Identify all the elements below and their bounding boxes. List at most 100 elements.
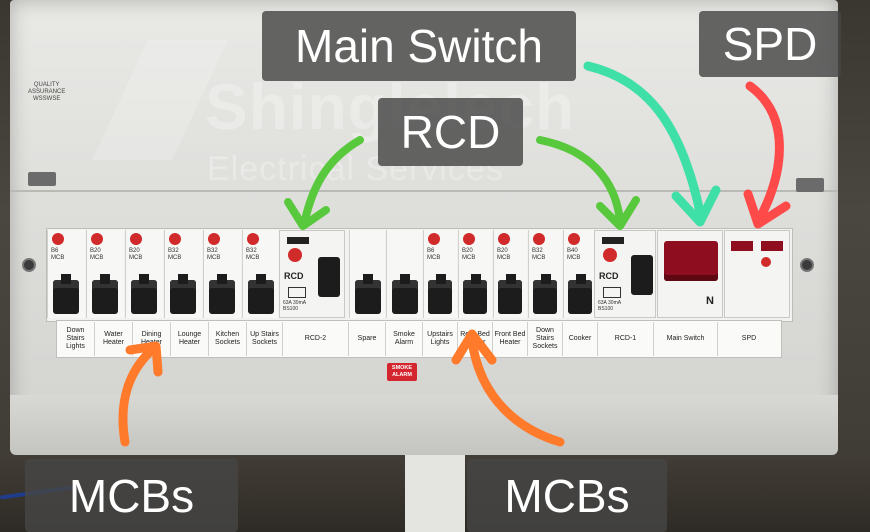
rcd-window bbox=[602, 237, 624, 244]
circuit-label: SPD bbox=[741, 335, 757, 342]
mcb-toggle bbox=[355, 274, 381, 314]
mcb-type: MCB bbox=[497, 255, 511, 261]
mcb-toggle bbox=[568, 274, 592, 314]
circuit-label: Main Switch bbox=[654, 322, 718, 356]
mcbs-right-callout: MCBs bbox=[467, 459, 667, 532]
mcb-spare bbox=[349, 230, 385, 318]
circuit-label: RCD-1 bbox=[598, 322, 654, 356]
mcb-rating: B20 bbox=[90, 248, 101, 254]
circuit-label: Down Stairs Lights bbox=[57, 322, 95, 356]
mcb-type: MCB bbox=[207, 255, 221, 261]
rcd-label: RCD bbox=[284, 271, 304, 281]
consumer-unit-base bbox=[10, 395, 838, 455]
mcb-toggle bbox=[428, 274, 452, 314]
test-symbol-icon bbox=[603, 287, 621, 298]
main-switch-callout: Main Switch bbox=[262, 11, 576, 81]
brand-logo-icon bbox=[761, 257, 771, 267]
rcd-callout: RCD bbox=[378, 98, 523, 166]
circuit-label: Kitchen Sockets bbox=[209, 322, 247, 356]
brand-logo-icon bbox=[247, 233, 259, 245]
circuit-label: Upstairs Lights bbox=[423, 322, 458, 356]
brand-logo-icon bbox=[603, 248, 617, 262]
mcb-rating: B20 bbox=[497, 248, 508, 254]
mcb-rating: B20 bbox=[462, 248, 473, 254]
mcb-toggle bbox=[92, 274, 118, 314]
mcb-toggle bbox=[392, 274, 418, 314]
rcd-toggle bbox=[631, 255, 653, 295]
mcb-type: MCB bbox=[90, 255, 104, 261]
brand-logo-icon bbox=[568, 233, 580, 245]
mcb-rating: B20 bbox=[129, 248, 140, 254]
rcd-spec-2: BS100 bbox=[598, 306, 614, 312]
circuit-label: Lounge Heater bbox=[171, 322, 209, 356]
circuit-label: Rear Bed Heater bbox=[458, 322, 493, 356]
lid-seam bbox=[10, 190, 838, 192]
qa-line-3: WSSWSE bbox=[33, 96, 61, 102]
brand-logo-icon bbox=[169, 233, 181, 245]
mcb-type: MCB bbox=[51, 255, 65, 261]
mcb-type: MCB bbox=[427, 255, 441, 261]
mcb-type: MCB bbox=[532, 255, 546, 261]
mcb-rating: B32 bbox=[168, 248, 179, 254]
circuit-label: Dining Heater bbox=[133, 322, 171, 356]
mcb-type: MCB bbox=[246, 255, 260, 261]
mcb-toggle bbox=[533, 274, 557, 314]
quality-assurance-label: QUALITY ASSURANCE WSSWSE bbox=[28, 82, 65, 103]
neutral-mark: N bbox=[706, 295, 714, 307]
spd-device bbox=[724, 230, 790, 318]
circuit-label: RCD-2 bbox=[283, 322, 349, 356]
screw-right-icon bbox=[800, 258, 814, 272]
main-switch-handle bbox=[664, 241, 718, 281]
mcb-rating: B6 bbox=[51, 248, 59, 254]
circuit-label: Cooker bbox=[563, 322, 598, 356]
circuit-label: Water Heater bbox=[95, 322, 133, 356]
mcb-smoke bbox=[386, 230, 422, 318]
brand-logo-icon bbox=[52, 233, 64, 245]
circuit-label: Smoke Alarm bbox=[386, 322, 423, 356]
mcb-type: MCB bbox=[567, 255, 581, 261]
mcb-type: MCB bbox=[462, 255, 476, 261]
mcb-type: MCB bbox=[168, 255, 182, 261]
rcd-toggle bbox=[318, 257, 340, 297]
circuit-label-strip bbox=[56, 320, 782, 358]
spd-indicator-2 bbox=[761, 241, 783, 251]
mcb-toggle bbox=[209, 274, 235, 314]
brand-logo-icon bbox=[498, 233, 510, 245]
screw-left-icon bbox=[22, 258, 36, 272]
cable-conduit bbox=[405, 448, 465, 532]
brand-logo-icon bbox=[208, 233, 220, 245]
mcb-toggle bbox=[170, 274, 196, 314]
mcbs-left-callout: MCBs bbox=[25, 459, 238, 532]
rcd-label: RCD bbox=[599, 271, 619, 281]
rcd-window bbox=[287, 237, 309, 244]
mcb-toggle bbox=[248, 274, 274, 314]
mcb-rating: B6 bbox=[427, 248, 435, 254]
spd-callout: SPD bbox=[699, 11, 841, 77]
smoke-alarm-badge: SMOKE ALARM bbox=[387, 363, 417, 381]
mcb-toggle bbox=[463, 274, 487, 314]
main-switch-device: N bbox=[657, 230, 723, 318]
mcb-rating: B40 bbox=[567, 248, 578, 254]
mcb-type: MCB bbox=[129, 255, 143, 261]
spd-indicator-1 bbox=[731, 241, 753, 251]
qa-line-2: ASSURANCE bbox=[28, 89, 66, 95]
brand-logo-icon bbox=[130, 233, 142, 245]
mcb-rating: B32 bbox=[246, 248, 257, 254]
rcd-spec-1: 63A 30mA bbox=[598, 300, 622, 306]
brand-logo-icon bbox=[463, 233, 475, 245]
brand-logo-icon bbox=[91, 233, 103, 245]
mcb-toggle bbox=[131, 274, 157, 314]
